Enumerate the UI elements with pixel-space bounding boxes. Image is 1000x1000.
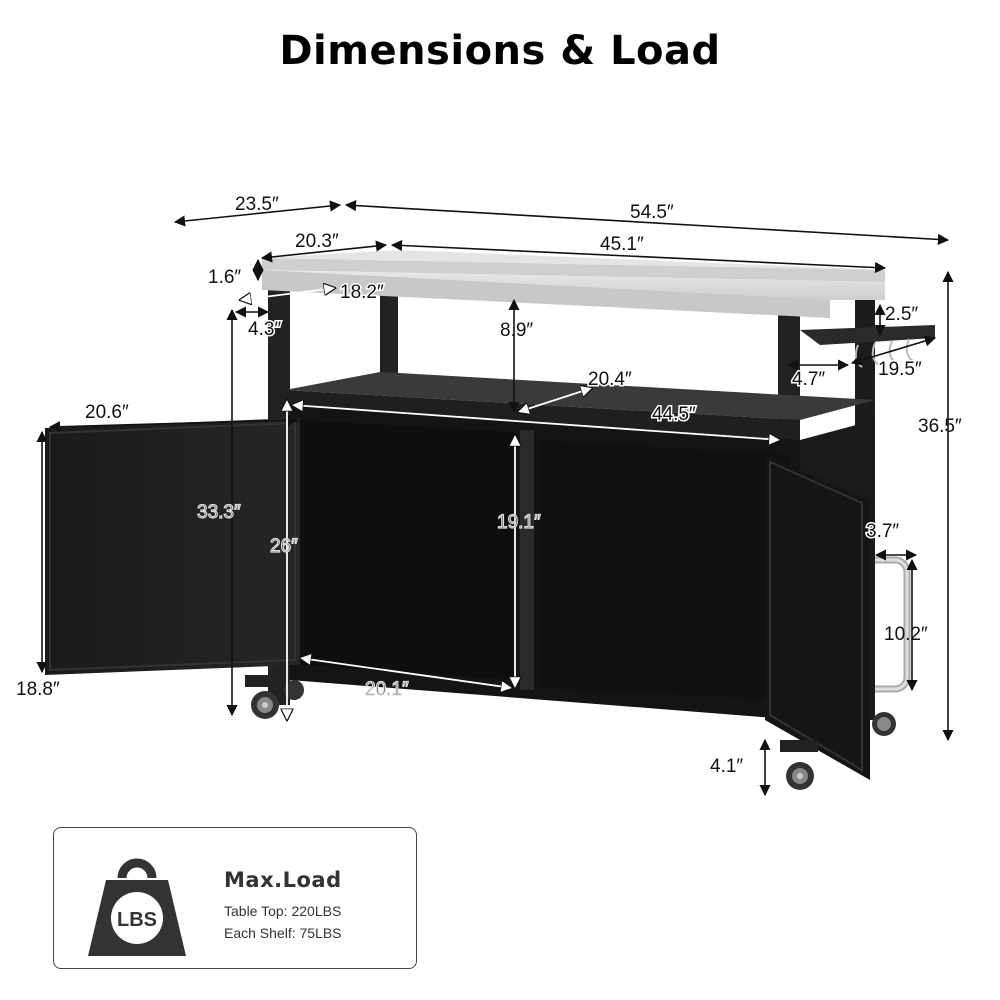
label-hook-rack-width: 19.5″ xyxy=(878,359,922,380)
label-cabinet-interior-height: 19.1″ xyxy=(497,512,541,533)
label-cabinet-height: 26″ xyxy=(270,536,298,557)
max-load-each-shelf: Each Shelf: 75LBS xyxy=(224,925,342,941)
label-top-depth: 20.3″ xyxy=(295,231,339,252)
page-title: Dimensions & Load xyxy=(279,28,721,74)
label-middle-shelf-width: 44.5″ xyxy=(652,404,696,425)
label-ground-clearance: 4.1″ xyxy=(710,756,743,777)
dimension-arrows xyxy=(36,199,954,797)
label-side-shelf-depth: 18.2″ xyxy=(340,282,384,303)
label-top-width: 45.1″ xyxy=(600,234,644,255)
weight-lbs-icon: LBS xyxy=(88,858,186,956)
cart-dimension-diagram: 23.5″ 54.5″ 20.3″ 45.1″ 1.6″ 18.2″ 4.3″ … xyxy=(16,194,962,797)
label-middle-shelf-depth: 20.4″ xyxy=(588,369,632,390)
label-side-shelf-width: 4.3″ xyxy=(248,319,281,340)
label-door-height: 18.8″ xyxy=(16,679,60,700)
max-load-panel: LBS Max.Load Table Top: 220LBS Each Shel… xyxy=(53,827,417,969)
label-overall-height: 36.5″ xyxy=(918,416,962,437)
cart-illustration xyxy=(45,250,935,790)
label-handle-depth: 3.7″ xyxy=(866,521,899,542)
dimension-arrows-light xyxy=(240,288,780,720)
max-load-table-top: Table Top: 220LBS xyxy=(224,903,342,919)
label-hook-rack-offset: 4.7″ xyxy=(792,369,825,390)
label-handle-height: 10.2″ xyxy=(884,624,928,645)
caster-wheel xyxy=(780,740,818,790)
label-overall-depth: 23.5″ xyxy=(235,194,279,215)
caster-wheel xyxy=(872,712,896,736)
label-overall-width: 54.5″ xyxy=(630,202,674,223)
label-top-thickness: 1.6″ xyxy=(208,267,241,288)
label-hook-rack-height: 2.5″ xyxy=(885,304,918,325)
caster-wheel xyxy=(245,675,283,719)
label-door-width: 20.6″ xyxy=(85,402,129,423)
weight-icon-label: LBS xyxy=(117,909,157,931)
label-shelf-clearance: 8.9″ xyxy=(500,320,533,341)
label-cabinet-interior-width: 20.1″ xyxy=(365,679,409,700)
max-load-title: Max.Load xyxy=(224,868,342,892)
label-height-to-shelf: 33.3″ xyxy=(197,502,241,523)
